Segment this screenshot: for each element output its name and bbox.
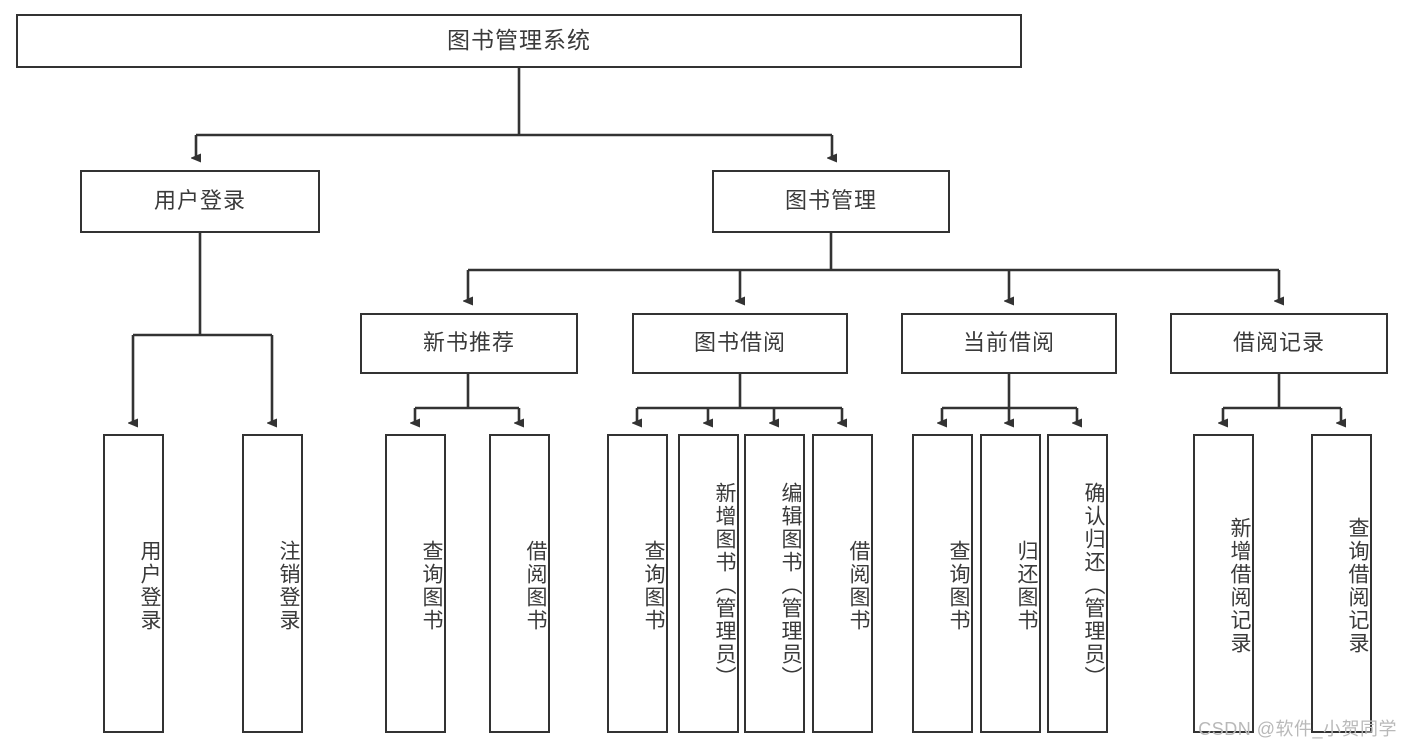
node-leaf-confirm-return-label: 确认归还（管理员） [1082, 482, 1105, 689]
node-leaf-logout[interactable]: 注销登录 [242, 434, 303, 733]
node-leaf-add-record[interactable]: 新增借阅记录 [1193, 434, 1254, 733]
node-leaf-edit-book[interactable]: 编辑图书（管理员） [744, 434, 805, 733]
node-book-manage[interactable]: 图书管理 [712, 170, 950, 233]
node-leaf-borrow-book-2-label: 借阅图书 [847, 539, 870, 632]
node-user-login-label: 用户登录 [153, 188, 246, 214]
node-leaf-query-book-1[interactable]: 查询图书 [385, 434, 446, 733]
node-leaf-query-book-3[interactable]: 查询图书 [912, 434, 973, 733]
node-root[interactable]: 图书管理系统 [16, 14, 1022, 68]
node-leaf-borrow-book-1[interactable]: 借阅图书 [489, 434, 550, 733]
node-leaf-query-book-1-label: 查询图书 [420, 539, 443, 632]
node-leaf-add-record-label: 新增借阅记录 [1228, 516, 1251, 655]
node-leaf-add-book-label: 新增图书（管理员） [713, 482, 736, 689]
node-leaf-query-record[interactable]: 查询借阅记录 [1311, 434, 1372, 733]
node-leaf-return-book[interactable]: 归还图书 [980, 434, 1041, 733]
node-root-label: 图书管理系统 [447, 27, 591, 54]
watermark: CSDN @软件_小贺同学 [1198, 719, 1397, 739]
node-leaf-return-book-label: 归还图书 [1015, 539, 1038, 632]
node-leaf-borrow-book-2[interactable]: 借阅图书 [812, 434, 873, 733]
node-user-login[interactable]: 用户登录 [80, 170, 320, 233]
node-leaf-edit-book-label: 编辑图书（管理员） [779, 482, 802, 689]
node-current-borrow-label: 当前借阅 [962, 330, 1055, 356]
node-new-book-recommendation[interactable]: 新书推荐 [360, 313, 578, 374]
node-new-book-recommendation-label: 新书推荐 [422, 330, 515, 356]
node-leaf-user-login[interactable]: 用户登录 [103, 434, 164, 733]
node-book-borrow-label: 图书借阅 [693, 330, 786, 356]
node-leaf-query-book-2-label: 查询图书 [642, 539, 665, 632]
node-book-manage-label: 图书管理 [784, 188, 877, 214]
node-leaf-user-login-label: 用户登录 [138, 539, 161, 632]
node-leaf-confirm-return[interactable]: 确认归还（管理员） [1047, 434, 1108, 733]
node-leaf-query-book-3-label: 查询图书 [947, 539, 970, 632]
node-leaf-add-book[interactable]: 新增图书（管理员） [678, 434, 739, 733]
node-leaf-query-record-label: 查询借阅记录 [1346, 516, 1369, 655]
node-borrow-record-label: 借阅记录 [1232, 330, 1325, 356]
node-leaf-logout-label: 注销登录 [277, 539, 300, 632]
node-borrow-record[interactable]: 借阅记录 [1170, 313, 1388, 374]
node-book-borrow[interactable]: 图书借阅 [632, 313, 848, 374]
node-leaf-borrow-book-1-label: 借阅图书 [524, 539, 547, 632]
node-current-borrow[interactable]: 当前借阅 [901, 313, 1117, 374]
node-leaf-query-book-2[interactable]: 查询图书 [607, 434, 668, 733]
